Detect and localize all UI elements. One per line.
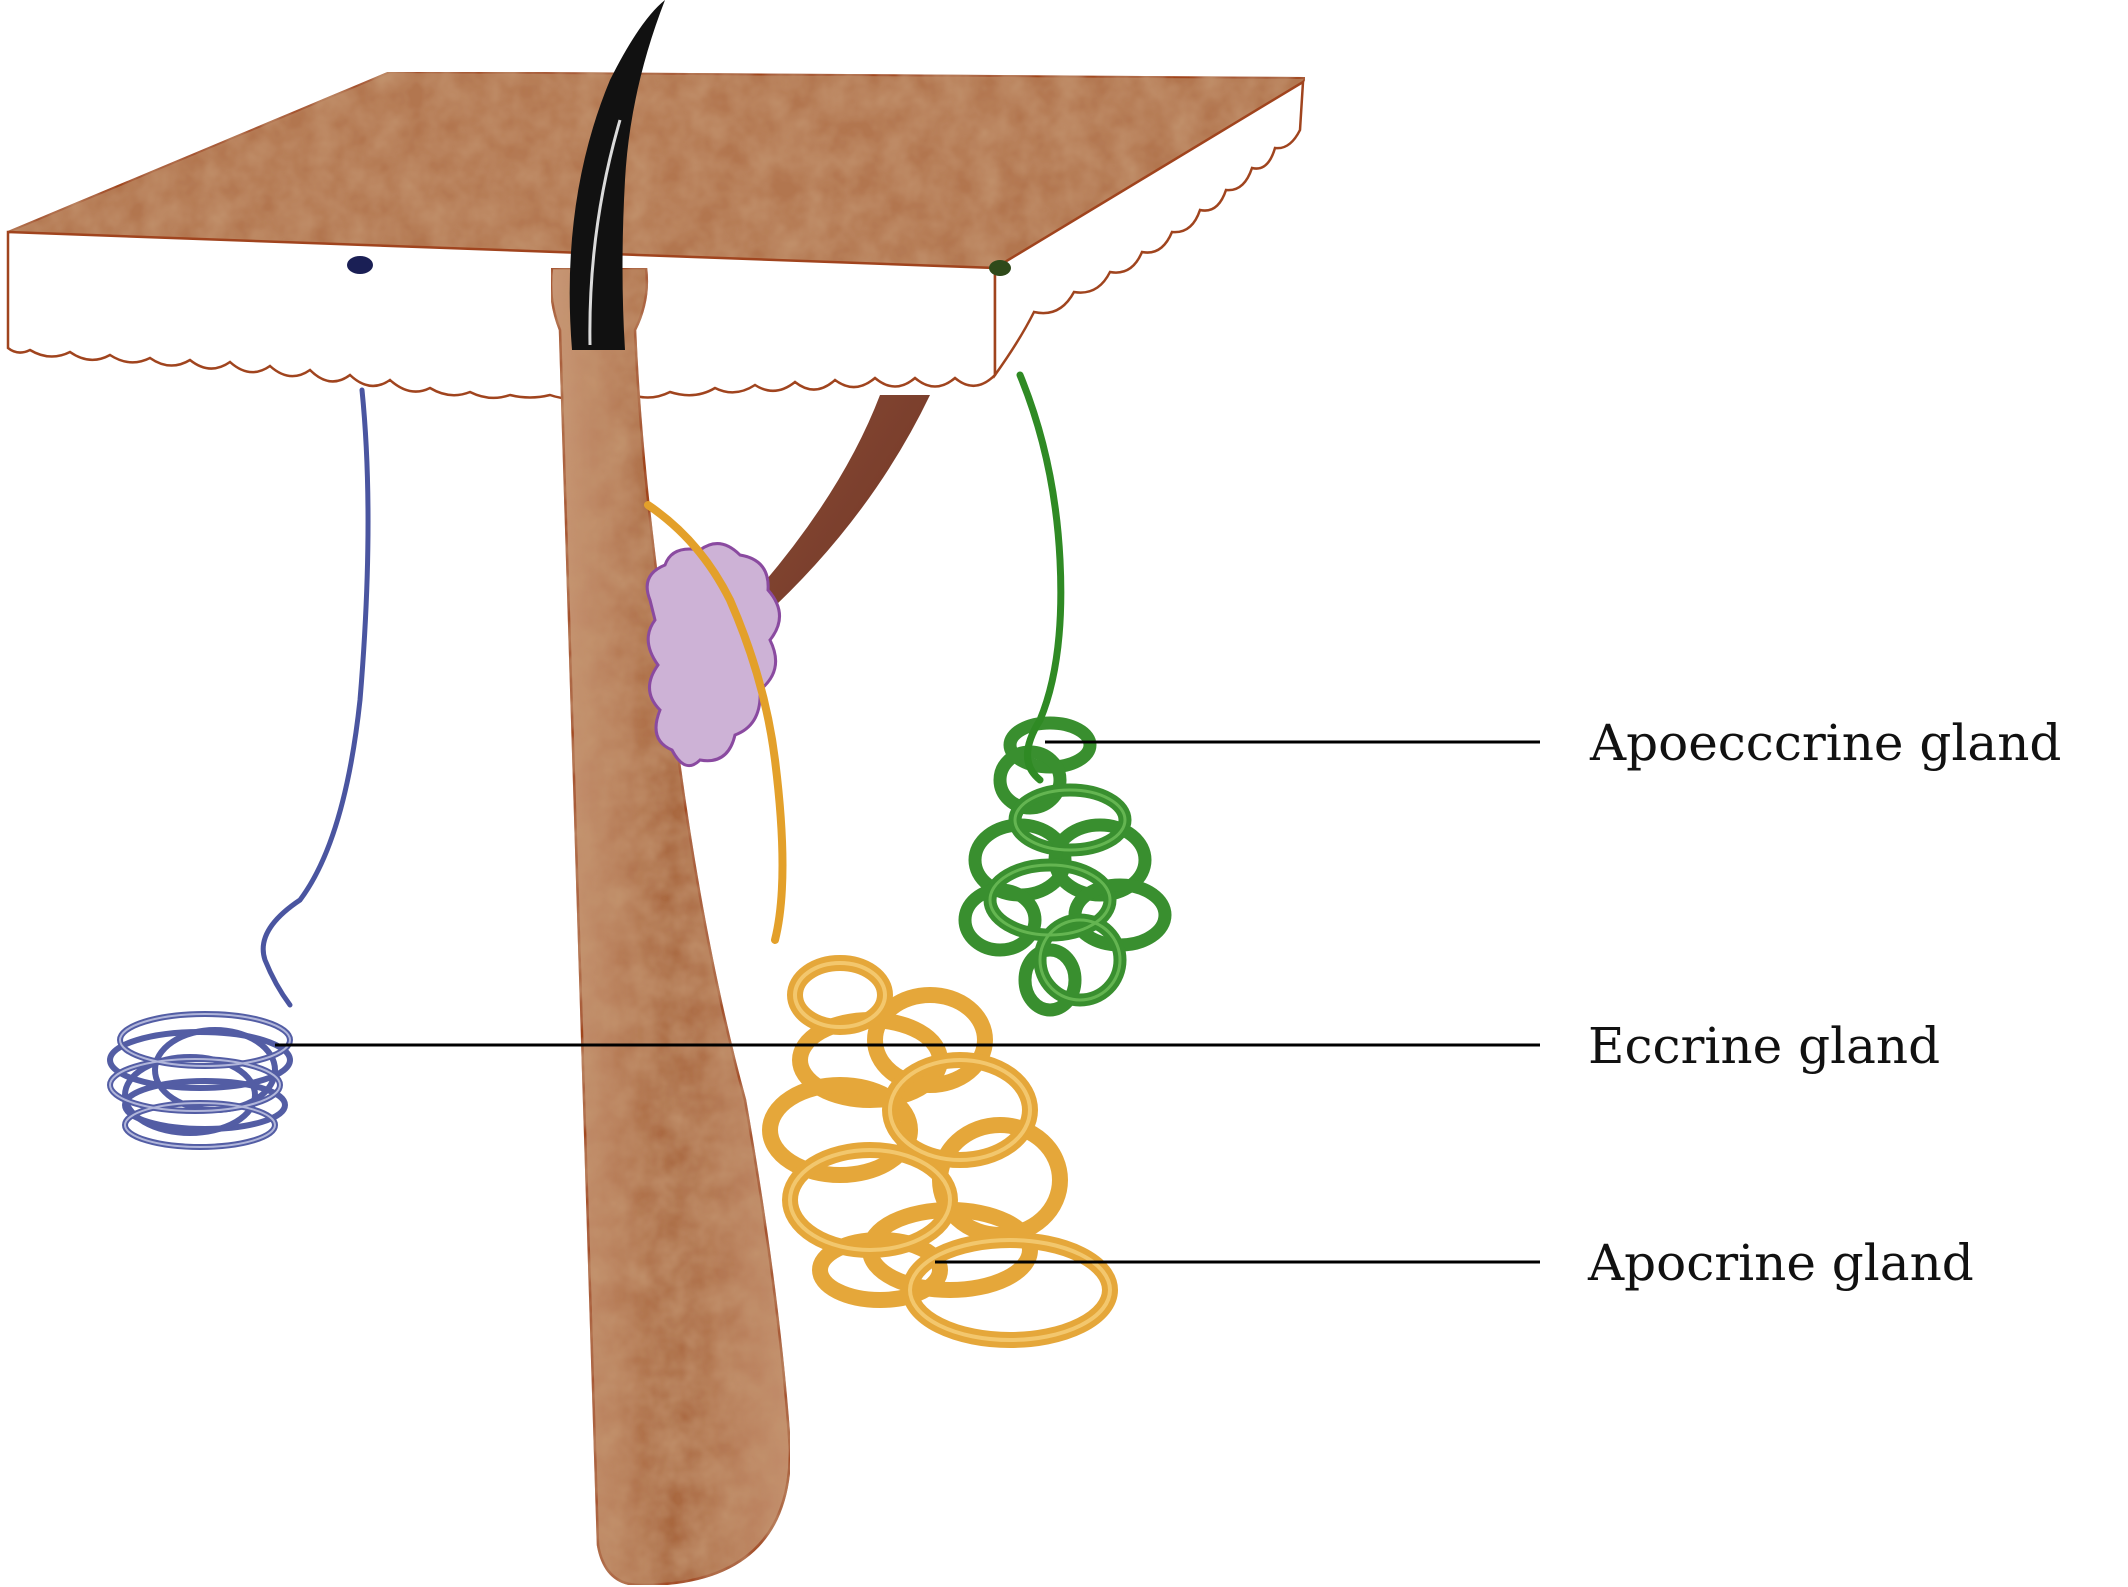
apocrine-gland bbox=[644, 501, 1118, 1348]
apoeccrine-gland bbox=[958, 371, 1172, 1017]
eccrine-pore bbox=[347, 256, 373, 274]
eccrine-gland-label: Eccrine gland bbox=[1588, 1017, 1940, 1075]
arrector-pili-muscle bbox=[640, 395, 930, 850]
hair-follicle bbox=[549, 266, 792, 1587]
apoeccrine-gland-label: Apoecccrine gland bbox=[1589, 714, 2061, 772]
hair-highlight bbox=[588, 119, 622, 346]
skin-front-edge bbox=[6, 230, 997, 400]
apocrine-gland-label: Apocrine gland bbox=[1587, 1234, 1974, 1292]
eccrine-gland bbox=[107, 387, 371, 1150]
apoeccrine-pore bbox=[989, 260, 1011, 276]
skin-side-edge bbox=[993, 79, 1305, 379]
